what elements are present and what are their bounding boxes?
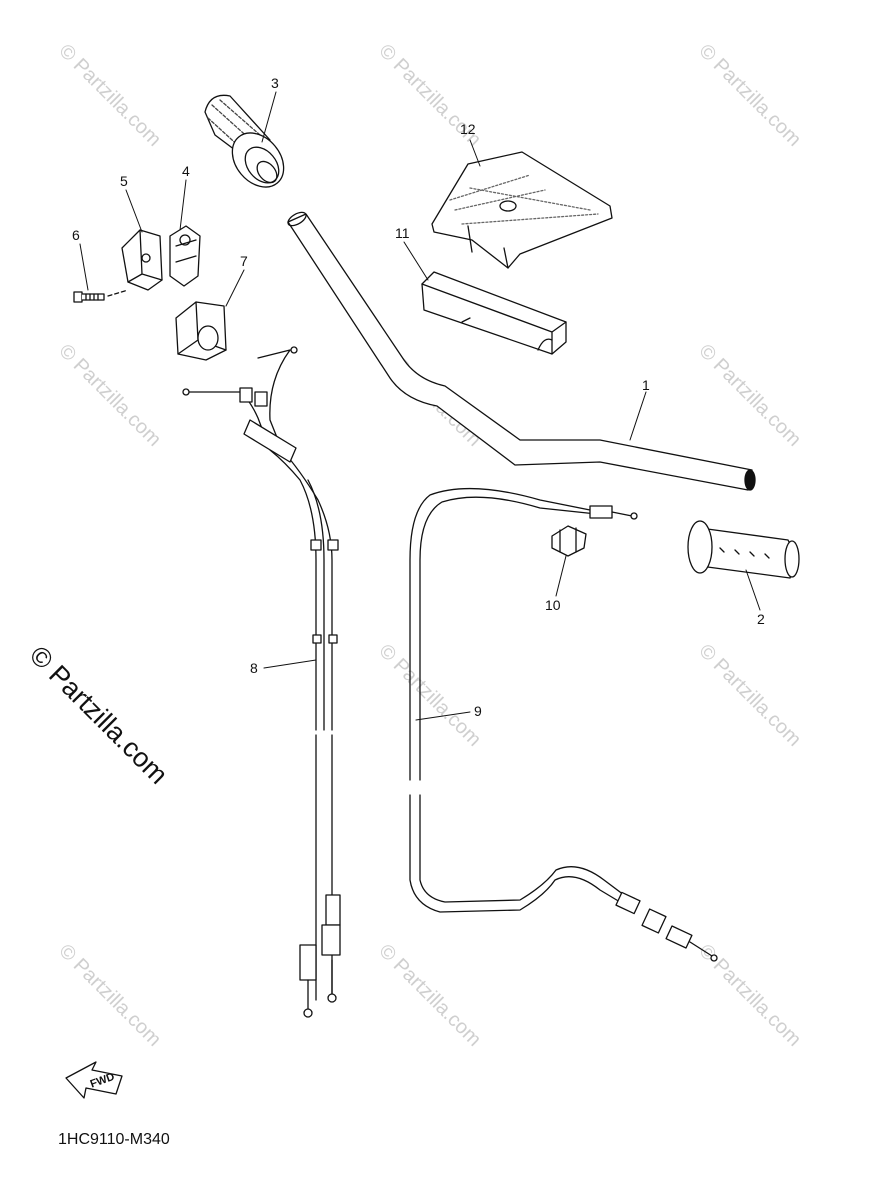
callout-6: 6 bbox=[72, 227, 80, 243]
cap bbox=[175, 301, 227, 361]
leader-lines bbox=[79, 91, 761, 721]
fwd-arrow: FWD bbox=[65, 1061, 123, 1099]
callout-12: 12 bbox=[460, 121, 476, 137]
callout-2: 2 bbox=[757, 611, 765, 627]
callout-5: 5 bbox=[120, 173, 128, 189]
callout-1: 1 bbox=[642, 377, 650, 393]
holder-5 bbox=[121, 229, 163, 291]
grip bbox=[687, 520, 800, 579]
cover bbox=[431, 151, 613, 269]
callout-9: 9 bbox=[474, 703, 482, 719]
throttle-cable-set bbox=[182, 346, 341, 1018]
callout-3: 3 bbox=[271, 75, 279, 91]
callout-7: 7 bbox=[240, 253, 248, 269]
holder-4 bbox=[169, 225, 201, 287]
screw bbox=[73, 289, 129, 303]
handlebar bbox=[287, 211, 756, 491]
callout-11: 11 bbox=[395, 225, 410, 241]
callout-10: 10 bbox=[545, 597, 561, 613]
clutch-cable bbox=[409, 487, 718, 962]
callout-labels: 3 4 5 6 7 12 11 1 2 10 8 9 bbox=[72, 75, 765, 719]
callout-8: 8 bbox=[250, 660, 258, 676]
adjuster bbox=[551, 525, 587, 557]
drawing-code: 1HC9110-M340 bbox=[58, 1131, 170, 1148]
callout-4: 4 bbox=[182, 163, 190, 179]
pad bbox=[421, 271, 567, 355]
throttle-grip bbox=[204, 94, 285, 188]
